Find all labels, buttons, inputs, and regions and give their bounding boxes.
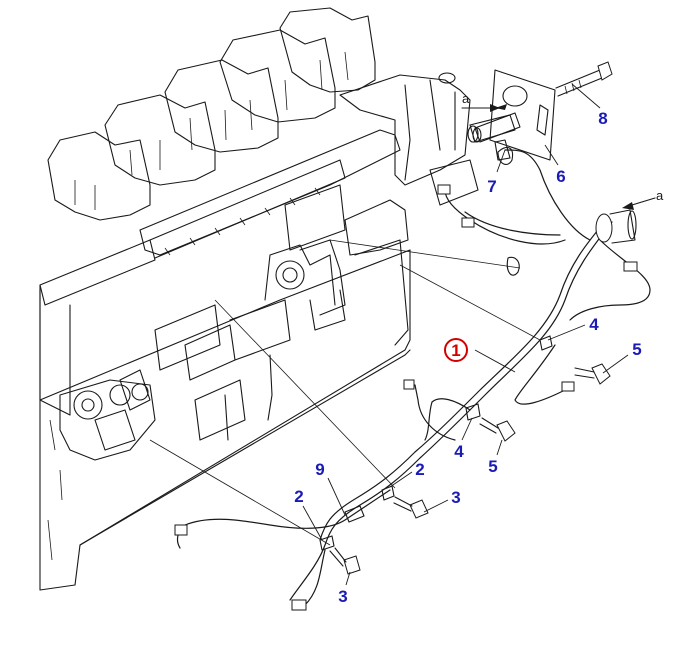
callout-4: 4	[454, 442, 464, 461]
dipstick-tube	[267, 354, 273, 421]
view-marker-label: a	[656, 188, 664, 203]
callout-4: 4	[589, 315, 599, 334]
view-marker-a-top: a	[461, 91, 500, 112]
connector-plug	[403, 379, 415, 390]
connector-plug	[437, 184, 451, 195]
callout-2: 2	[415, 460, 424, 479]
intake-manifold	[339, 72, 479, 206]
connector-plug	[623, 261, 638, 272]
callout-2: 2	[294, 487, 303, 506]
harness-clamps	[319, 335, 553, 551]
callout-3: 3	[338, 587, 347, 606]
callout-1: 1	[451, 341, 460, 360]
connector-plug	[291, 599, 307, 611]
lower-tube	[224, 394, 229, 441]
pipe-7	[472, 104, 521, 143]
leader-lines	[302, 83, 629, 586]
callout-7: 7	[487, 177, 496, 196]
cylinder-head-covers	[47, 7, 376, 221]
bolt-5-upper	[574, 363, 611, 385]
cylinder-block	[39, 184, 411, 591]
bolt-8	[555, 61, 613, 97]
engine-block-drawing	[39, 7, 556, 591]
callout-3: 3	[451, 488, 460, 507]
cylinder-head	[39, 129, 401, 416]
front-gear-housing	[59, 379, 156, 461]
callout-9: 9	[315, 460, 324, 479]
callouts: 1 8 6 7 4 5 4 5 2 9 3 2 3	[294, 109, 641, 606]
callout-5: 5	[632, 340, 641, 359]
bolt-3-lower	[329, 547, 361, 575]
connector-plug	[461, 217, 475, 228]
callout-6: 6	[556, 167, 565, 186]
bolt-3-right	[393, 496, 429, 519]
view-marker-label: a	[462, 91, 470, 106]
connector-plug	[561, 381, 575, 392]
mounting-bracket	[467, 69, 556, 161]
highlight-circle	[444, 338, 468, 362]
view-marker-a-right: a	[622, 188, 664, 210]
callout-5: 5	[488, 457, 497, 476]
wiring-harness	[149, 146, 651, 611]
bulkhead-connector	[595, 209, 637, 244]
connector-plug	[174, 524, 188, 536]
callout-8: 8	[598, 109, 607, 128]
bolt-5-lower	[479, 417, 516, 442]
